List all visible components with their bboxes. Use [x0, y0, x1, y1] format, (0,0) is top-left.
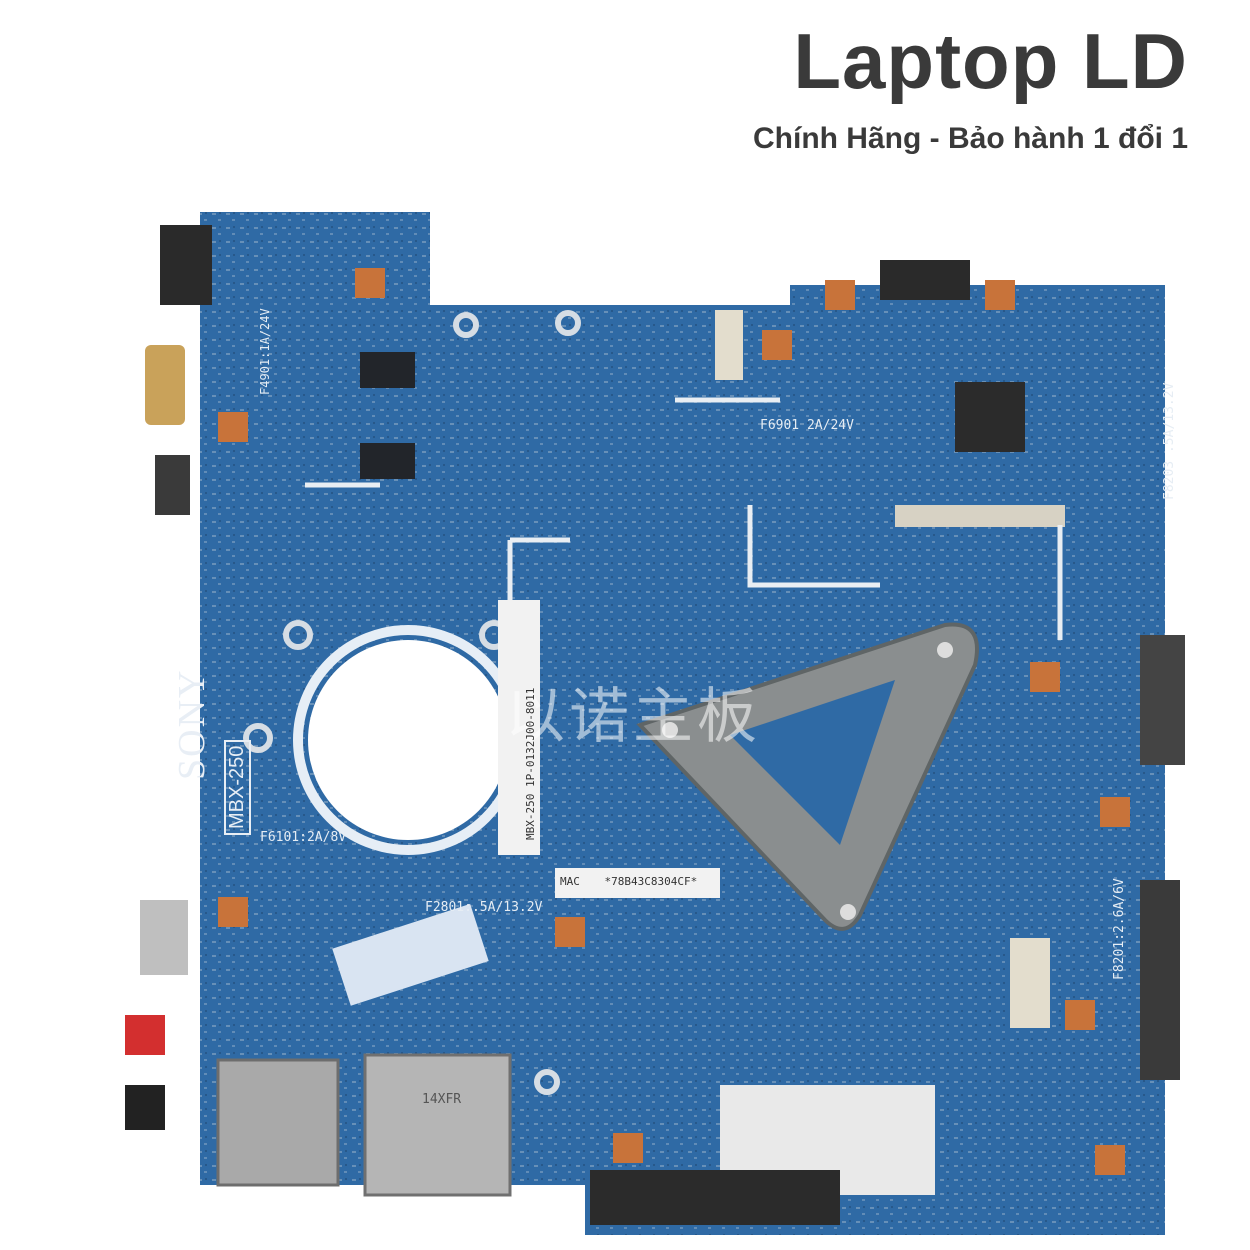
- flex-connector-2: [1010, 938, 1050, 1028]
- chip-strip-2: [360, 443, 415, 479]
- warranty-sticker: [332, 903, 489, 1006]
- hdmi-port: [155, 455, 190, 515]
- copper-pads: [218, 268, 1130, 1175]
- sd-slot: [363, 1053, 512, 1197]
- watermark-text: 以诺主板: [505, 682, 761, 752]
- fuse-label-2: F2801:.5A/13.2V: [425, 900, 543, 915]
- audio-jack-red: [125, 1015, 165, 1055]
- usb-port: [140, 900, 188, 975]
- fuse-label-4: F8203 .5A/13.2V: [1162, 382, 1177, 500]
- fuse-label-5: F8201:2.6A/6V: [1112, 878, 1127, 980]
- screw-holes: [243, 310, 581, 1095]
- lvds-connector: [895, 505, 1065, 527]
- brand-header: Laptop LD Chính Hãng - Bảo hành 1 đổi 1: [753, 22, 1188, 156]
- top-port: [880, 260, 970, 300]
- mac-label-value: *78B43C8304CF*: [604, 875, 698, 888]
- fuse-label-6: F4901:1A/24V: [258, 308, 272, 395]
- mac-label: MAC *78B43C8304CF*: [560, 875, 697, 888]
- sata-connector-1: [1140, 635, 1185, 765]
- sata-connector-2: [1140, 880, 1180, 1080]
- flex-connector: [715, 310, 743, 380]
- mac-sticker: [555, 868, 720, 898]
- vertical-sticker: [498, 600, 540, 855]
- sd-slot-label: 14XFR: [422, 1092, 462, 1107]
- fan-hole: [308, 640, 508, 840]
- chip-strip-1: [360, 352, 415, 388]
- fuse-label-1: F6101:2A/8V: [260, 830, 347, 845]
- rj45-port: [160, 225, 212, 305]
- serial-sticker-text: MBX-250 1P-0132J00-8011: [524, 687, 537, 840]
- mac-label-key: MAC: [560, 875, 580, 888]
- fuse-label-3: F6901 2A/24V: [760, 418, 854, 433]
- board-maker-text: SONY: [171, 668, 213, 780]
- sim-slot: [216, 1058, 340, 1187]
- audio-jack-black: [125, 1085, 165, 1130]
- brand-title: Laptop LD: [793, 17, 1188, 105]
- silkscreen-lines: [305, 397, 1063, 640]
- board-model-text: MBX-250: [224, 739, 251, 835]
- ec-chip: [955, 382, 1025, 452]
- vga-port: [145, 345, 185, 425]
- bottom-connector: [590, 1170, 840, 1225]
- brand-subtitle: Chính Hãng - Bảo hành 1 đổi 1: [753, 122, 1188, 155]
